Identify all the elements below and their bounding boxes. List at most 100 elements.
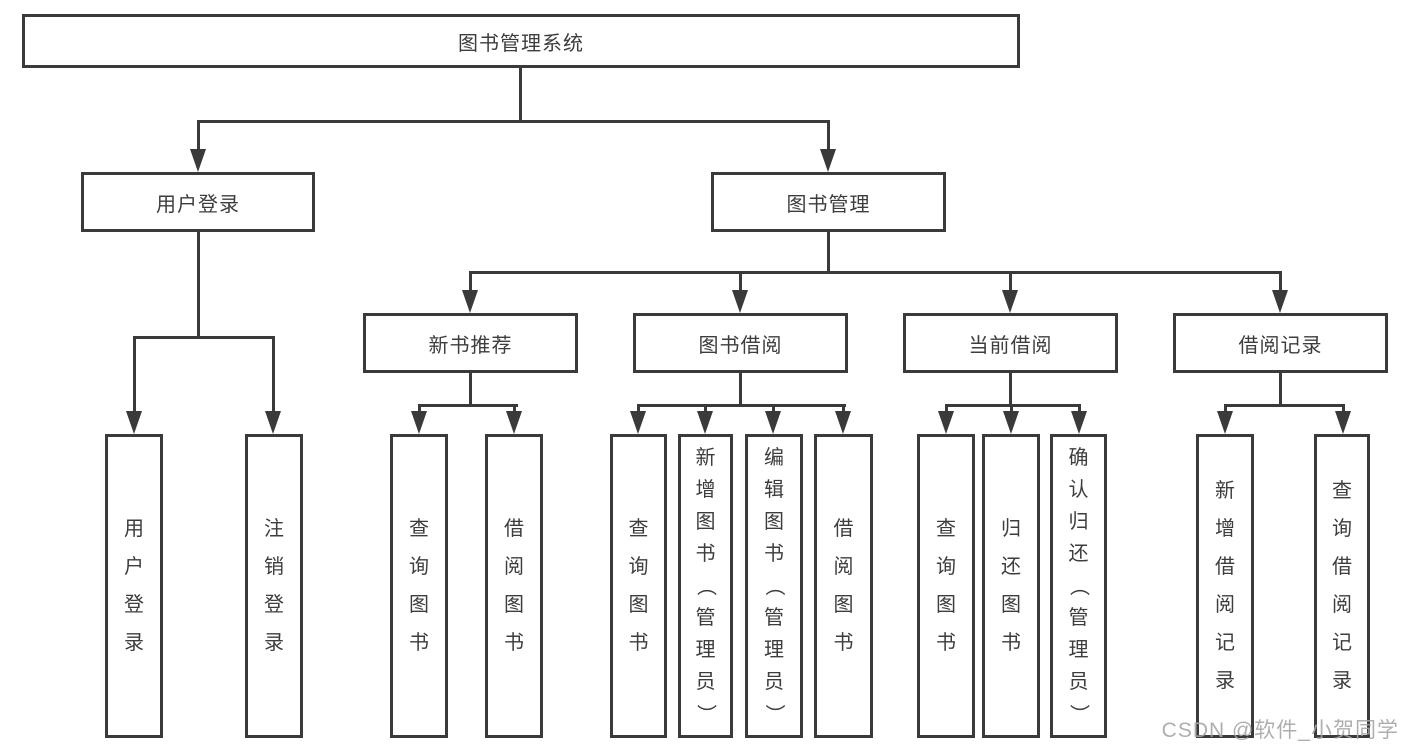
connector [197,120,200,149]
connector [1279,271,1282,290]
connector [827,120,830,149]
vertical-char: 询 [936,556,956,578]
leaf-query-books-borrowing-label: 查询图书 [613,437,664,735]
connector [197,232,200,339]
leaf-logout-label: 注销登录 [248,437,300,735]
connector [1009,373,1012,407]
connector [469,271,472,290]
leaf-query-books-borrowing: 查询图书 [610,434,667,738]
leaf-query-books-current-label: 查询图书 [920,437,972,735]
node-book-management: 图书管理 [711,172,946,232]
vertical-char: 还 [1068,543,1089,565]
leaf-return-books-label: 归还图书 [985,437,1037,735]
node-current-borrowing: 当前借阅 [903,313,1118,373]
leaf-add-borrow-record-label: 新增借阅记录 [1199,437,1251,735]
vertical-char: 增 [695,479,716,501]
leaf-query-books-current: 查询图书 [917,434,975,738]
node-book-borrowing: 图书借阅 [633,313,848,373]
connector [418,404,518,407]
vertical-char: 查 [628,518,649,540]
node-book-borrowing-label: 图书借阅 [698,334,783,357]
leaf-confirm-return-admin-label: 确认归还（管理员） [1053,437,1104,735]
node-borrowing-records-label: 借阅记录 [1238,334,1323,357]
vertical-char: 书 [695,543,716,565]
vertical-char: 书 [1001,632,1021,654]
vertical-char: 图 [764,511,784,533]
vertical-char: 记 [1332,632,1352,654]
node-current-borrowing-label: 当前借阅 [968,334,1053,357]
vertical-char: 借 [504,518,524,540]
connector [842,404,845,412]
arrowhead-icon [462,290,478,313]
connector [637,404,640,412]
node-new-book-recommend: 新书推荐 [363,313,578,373]
vertical-char: 借 [1215,556,1235,578]
vertical-char: 借 [1332,556,1352,578]
vertical-char: 还 [1001,556,1021,578]
vertical-char: 登 [124,594,144,616]
vertical-char: 图 [628,594,649,616]
vertical-char: 阅 [1215,594,1235,616]
leaf-borrow-books-borrowing: 借阅图书 [814,434,873,738]
vertical-char: 图 [1001,594,1021,616]
node-library-system-label: 图书管理系统 [458,32,584,55]
arrowhead-icon [126,411,142,434]
connector [739,271,742,290]
leaf-user-login-label: 用户登录 [108,437,160,735]
vertical-char: 新 [695,447,716,469]
vertical-char: 增 [1215,518,1235,540]
connector [1010,404,1013,412]
leaf-return-books: 归还图书 [982,434,1040,738]
leaf-query-borrow-record-label: 查询借阅记录 [1317,437,1367,735]
connector [1224,404,1227,412]
arrowhead-icon [1003,411,1019,434]
vertical-char: 借 [833,518,854,540]
connector [1279,373,1282,407]
leaf-query-books-recommend: 查询图书 [390,434,448,738]
vertical-char: 户 [124,556,144,578]
arrowhead-icon [411,411,427,434]
vertical-char: 阅 [1332,594,1352,616]
arrowhead-icon [765,411,781,434]
vertical-char: 认 [1068,479,1089,501]
node-borrowing-records: 借阅记录 [1173,313,1388,373]
vertical-char: 管 [764,607,784,629]
node-user-login-label: 用户登录 [156,193,240,216]
vertical-char: 注 [264,518,284,540]
vertical-char: 确 [1068,447,1089,469]
vertical-char: 书 [504,632,524,654]
vertical-char: 编 [764,447,784,469]
vertical-char: 新 [1215,480,1235,502]
leaf-add-books-admin: 新增图书（管理员） [678,434,733,738]
csdn-watermark: CSDN @软件_小贺同学 [1161,719,1399,742]
arrowhead-icon [190,149,206,172]
vertical-char: ） [1067,704,1090,724]
connector [1078,404,1081,412]
connector [197,120,830,123]
node-user-login: 用户登录 [81,172,315,232]
vertical-char: 理 [695,639,716,661]
vertical-char: 查 [1332,480,1352,502]
leaf-query-borrow-record: 查询借阅记录 [1314,434,1370,738]
leaf-edit-books-admin-label: 编辑图书（管理员） [748,437,800,735]
vertical-char: 查 [409,518,429,540]
vertical-char: 阅 [504,556,524,578]
leaf-borrow-books-recommend: 借阅图书 [485,434,543,738]
connector [513,404,516,412]
vertical-char: ） [763,704,785,724]
vertical-char: 询 [409,556,429,578]
vertical-char: 书 [628,632,649,654]
connector [1342,404,1345,412]
vertical-char: 录 [1332,670,1352,692]
node-new-book-recommend-label: 新书推荐 [428,334,513,357]
leaf-query-books-recommend-label: 查询图书 [393,437,445,735]
vertical-char: 阅 [833,556,854,578]
leaf-confirm-return-admin: 确认归还（管理员） [1050,434,1107,738]
arrowhead-icon [835,411,851,434]
leaf-borrow-books-borrowing-label: 借阅图书 [817,437,870,735]
vertical-char: 图 [695,511,716,533]
arrowhead-icon [1335,411,1351,434]
arrowhead-icon [265,411,281,434]
node-book-management-label: 图书管理 [786,193,871,216]
connector [1009,271,1012,290]
